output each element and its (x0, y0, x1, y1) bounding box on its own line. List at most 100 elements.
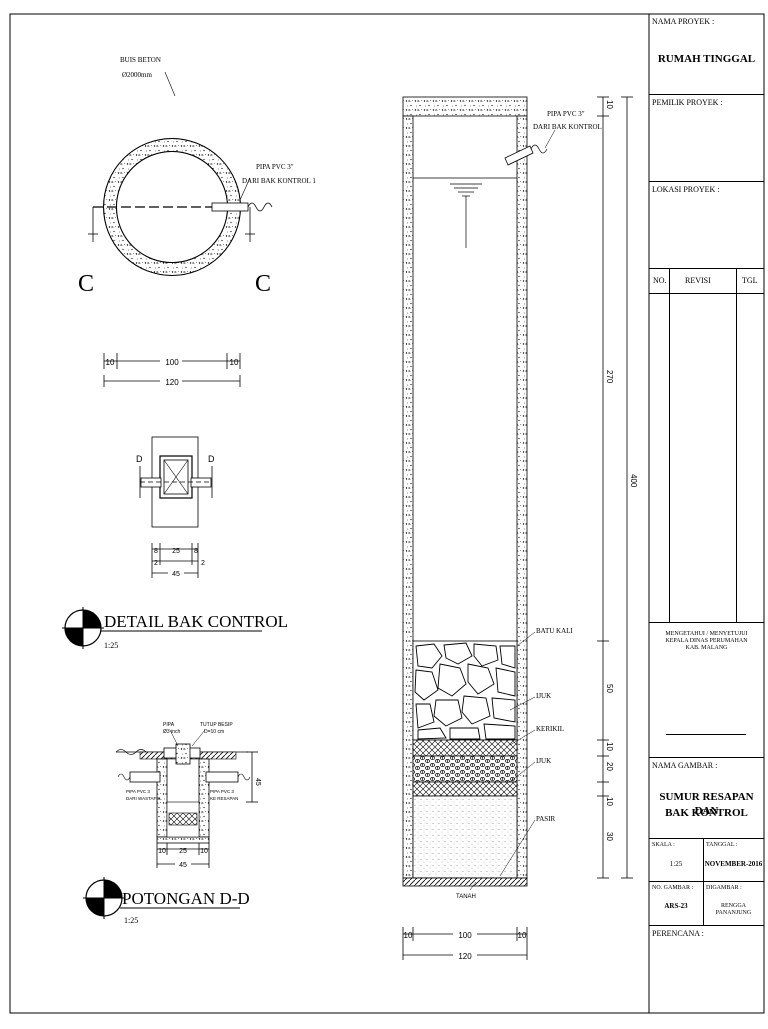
potongan-dd-section: 45 PIPA Ø3 inch TUTUP BESIP D=10 cm PIPA… (83, 722, 261, 925)
sec-dim-30: 30 (605, 832, 614, 841)
pipe-label-1: PIPA PVC 3" (256, 163, 294, 171)
sec-dim-wall-right: 10 (518, 931, 527, 940)
layer-ijuk-1 (412, 739, 518, 757)
label-pasir: PASIR (536, 815, 556, 823)
tb-nama-gambar-1: SUMUR RESAPAN DAN (659, 791, 754, 817)
tb-nama-gambar: NAMA GAMBAR : SUMUR RESAPAN DAN BAK KONT… (649, 758, 764, 839)
sec-dim-wall-left: 10 (404, 931, 413, 940)
tb-perencana: PERENCANA : (649, 926, 764, 1013)
tb-col-revisi: REVISI (685, 276, 711, 285)
tb-no-gambar-label: NO. GAMBAR : (652, 885, 694, 891)
bak-dim-c: 8 (194, 548, 198, 555)
dim-inner: 100 (165, 358, 179, 367)
layer-pasir (412, 795, 518, 879)
buis-label-1: BUIS BETON (120, 56, 161, 64)
tb-tanggal-label: TANGGAL : (706, 842, 738, 848)
sec-dim-50: 50 (605, 684, 614, 693)
sec-dim-inner: 100 (458, 931, 472, 940)
sec-dim-top: 10 (605, 100, 614, 109)
label-ijuk-1: IJUK (536, 692, 551, 700)
sec-dim-270: 270 (605, 370, 614, 384)
tb-revisi-body (649, 269, 764, 623)
sec-dim-total: 120 (458, 952, 472, 961)
sec-dim-400: 400 (629, 474, 638, 488)
label-kerikil: KERIKIL (536, 725, 564, 733)
pot-scale: 1:25 (124, 916, 138, 925)
bak-title: DETAIL BAK CONTROL (104, 612, 288, 631)
tb-approval-2: KEPALA DINAS PERUMAHAN (665, 638, 748, 644)
tb-perencana-label: PERENCANA : (652, 929, 704, 938)
pot-dim-height: 45 (254, 778, 261, 786)
tb-tanggal-value: NOVEMBER-2016 (704, 860, 763, 868)
tb-skala-tanggal: SKALA : 1:25 TANGGAL : NOVEMBER-2016 (649, 839, 764, 882)
title-block: NAMA PROYEK : RUMAH TINGGAL PEMILIK PROY… (649, 14, 764, 1013)
sheet-border (9, 13, 765, 1014)
tb-digambar-label: DIGAMBAR : (706, 885, 742, 891)
section-mark-left: C (78, 271, 94, 297)
tb-nama-proyek-label: NAMA PROYEK : (652, 17, 715, 26)
tb-col-no: NO. (653, 276, 667, 285)
tb-nama-gambar-2: BAK KONTROL (665, 807, 748, 819)
dim-wall-right: 10 (230, 358, 239, 367)
top-slab (402, 96, 528, 117)
right-wall (516, 115, 528, 879)
ground-tanah (402, 877, 528, 887)
pot-label-tl-1: PIPA (163, 722, 175, 728)
buis-label-2: Ø2000mm (122, 71, 153, 79)
pot-label-tr-1: TUTUP BESIP (200, 722, 233, 728)
sec-pipe-label-1: PIPA PVC 3" (547, 110, 585, 118)
tb-col-tgl: TGL (742, 276, 758, 285)
dim-total: 120 (165, 378, 179, 387)
sec-pipe-label-2: DARI BAK KONTROL (533, 123, 602, 131)
pot-label-right-1: PIPA PVC 3 (210, 789, 234, 794)
bak-dim-a: 8 (154, 548, 158, 555)
tb-pemilik-label: PEMILIK PROYEK : (652, 98, 723, 107)
tb-nama-gambar-label: NAMA GAMBAR : (652, 761, 718, 770)
buis-plan-detail: BUIS BETON Ø2000mm PIPA PVC 3" DARI BAK … (78, 56, 316, 387)
tb-revisi-header: NO. REVISI TGL (649, 269, 764, 294)
layer-ijuk-2 (412, 781, 518, 797)
ground-label: TANAH (456, 894, 476, 900)
sec-dim-10a: 10 (605, 742, 614, 751)
sumur-section: PIPA PVC 3" DARI BAK KONTROL (402, 96, 638, 961)
bak-scale: 1:25 (104, 641, 118, 650)
bak-mark-right: D (208, 454, 215, 464)
tb-no-gambar-value: ARS-23 (664, 902, 688, 910)
left-wall (402, 115, 414, 879)
sec-dim-20: 20 (605, 762, 614, 771)
dim-wall-left: 10 (106, 358, 115, 367)
pot-title: POTONGAN D-D (122, 889, 250, 908)
label-batu-kali: BATU KALI (536, 627, 573, 635)
sec-dim-10b: 10 (605, 797, 614, 806)
pvc-pipe-inlet (211, 202, 249, 212)
tb-pemilik: PEMILIK PROYEK : (649, 95, 764, 182)
bak-dim-total: 45 (172, 571, 180, 578)
pot-dim-total: 45 (179, 862, 187, 869)
bak-dim-d: 2 (154, 560, 158, 567)
bak-control-plan: D D 8 25 8 2 2 45 DETAIL BAK CONTROL 1:2… (62, 436, 288, 650)
tb-skala-value: 1:25 (669, 860, 683, 868)
tb-lokasi-label: LOKASI PROYEK : (652, 185, 720, 194)
bak-mark-left: D (136, 454, 143, 464)
pipe-label-2: DARI BAK KONTROL 1 (242, 177, 316, 185)
pot-label-left-1: PIPA PVC 3 (126, 789, 150, 794)
tb-nama-proyek: NAMA PROYEK : RUMAH TINGGAL (649, 14, 764, 95)
tb-skala-label: SKALA : (652, 842, 675, 848)
bak-dim-b: 25 (172, 548, 180, 555)
pot-dim-c: 10 (200, 848, 208, 855)
pot-label-tl-2: Ø3 inch (163, 729, 180, 735)
section-mark-right: C (255, 271, 271, 297)
label-ijuk-2: IJUK (536, 757, 551, 765)
tb-no-gambar: NO. GAMBAR : ARS-23 DIGAMBAR : RENGGA PA… (649, 882, 764, 926)
pot-label-right-2: KE RESAPAN (210, 796, 238, 801)
pot-dim-a: 10 (158, 848, 166, 855)
pot-label-tr-2: D=10 cm (204, 729, 224, 735)
bak-dim-e: 2 (201, 560, 205, 567)
tb-approval-3: KAB. MALANG (685, 645, 728, 651)
layer-kerikil (412, 755, 518, 783)
tb-signature-line (666, 734, 746, 735)
tb-approval-1: MENGETAHUI / MENYETUJUI (665, 631, 748, 637)
pot-label-left-2: DARI WASTAFEL (126, 796, 162, 801)
